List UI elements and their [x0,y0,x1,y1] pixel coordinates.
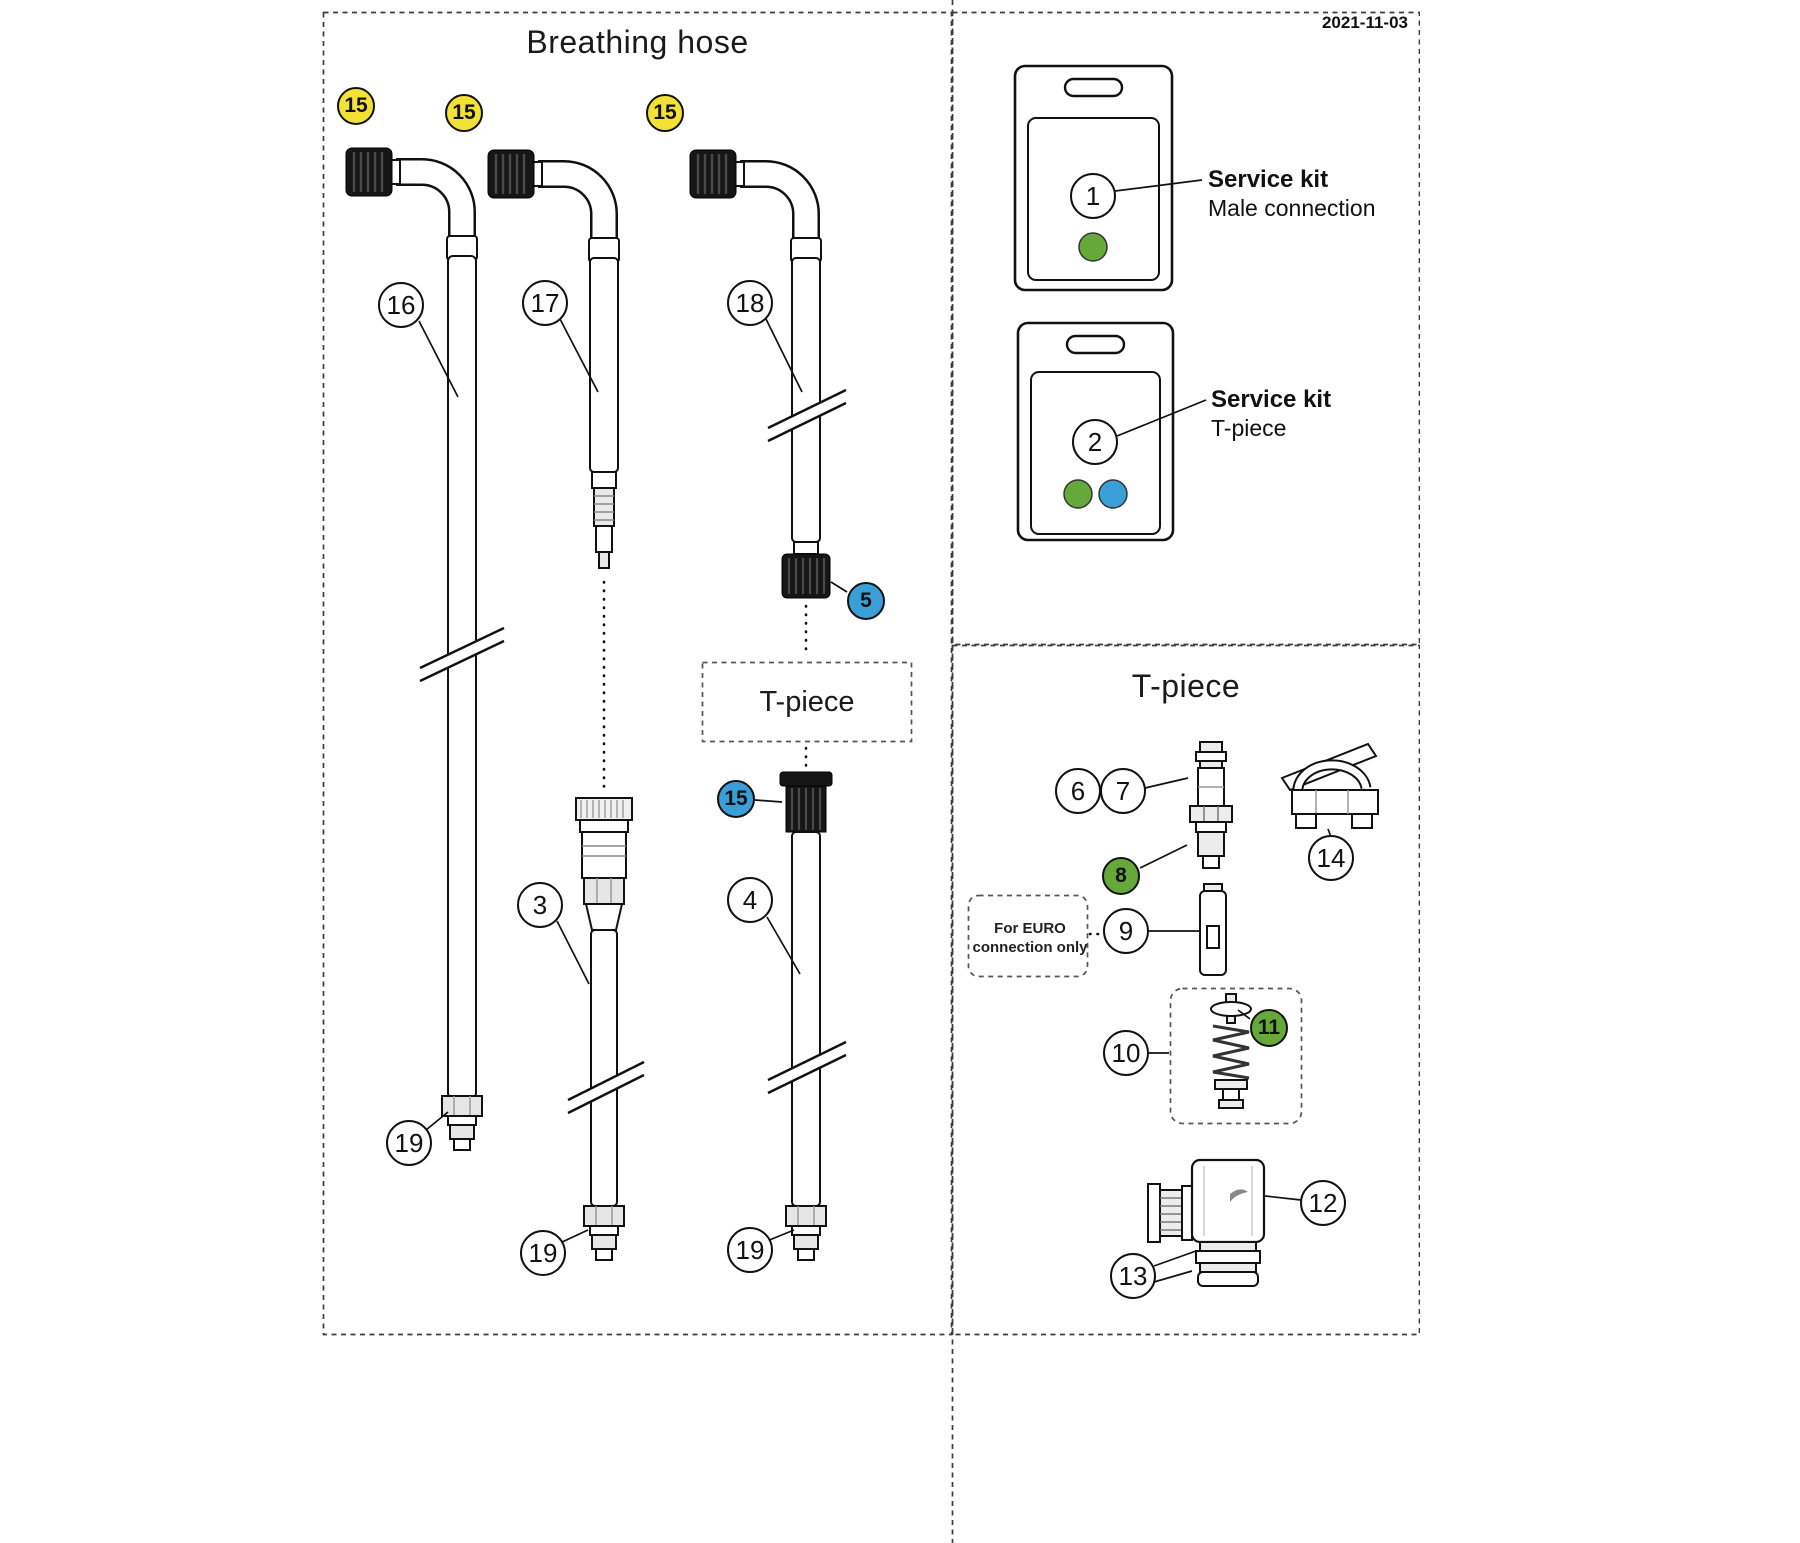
leader-17 [559,318,599,393]
valve-spring-part [1210,993,1252,1109]
leader-11 [1237,1009,1251,1020]
diagram-art [322,0,1420,1543]
service-kit-2-label: Service kit T-piece [1211,386,1331,442]
leader-8 [1139,844,1188,869]
service-kit-2-package [1016,321,1207,542]
hose-middle-drawing [488,150,645,1261]
service-kit-1-title: Service kit [1208,166,1329,193]
leader-18 [765,318,803,393]
breathing-hose-panel-border [322,11,953,1336]
hose-right-drawing [690,150,913,1261]
service-kit-1-label: Service kit Male connection [1208,166,1376,222]
green-dot [1078,232,1108,262]
t-piece-connector-box [701,661,913,743]
leader-15-blue [754,799,783,803]
callout-12: 12 [1300,1180,1346,1226]
leader-4 [766,916,801,975]
t-piece-panel-title: T-piece [1131,668,1241,704]
service-kit-panel-border [951,11,1420,646]
diagram-content: Breathing hose 2021-11-03 T-piece T-piec… [90,0,1420,1543]
panel-borders [322,0,1420,1543]
clip-part [1280,742,1379,829]
logo-mark-icon [1230,1189,1248,1202]
callout-10: 10 [1103,1030,1149,1076]
callout-16: 16 [378,282,424,328]
inner-sleeve-part [1199,883,1227,976]
callout-19-right: 19 [727,1227,773,1273]
callout-5: 5 [847,582,885,620]
euro-note-text: For EURO connection only [972,919,1088,957]
leader-13a [1153,1250,1197,1267]
service-kit-1-subtitle: Male connection [1208,194,1376,221]
callout-13: 13 [1110,1253,1156,1299]
male-connector-part [1189,741,1233,869]
callout-8: 8 [1102,857,1140,895]
callout-17: 17 [522,280,568,326]
break-mark [420,628,504,681]
t-piece-connector-label: T-piece [759,685,855,718]
hose-left-drawing [346,148,505,1151]
callout-9: 9 [1103,908,1149,954]
callout-15-top-right: 15 [646,94,684,132]
t-piece-leaders [1139,777,1332,1283]
leader-12 [1264,1195,1302,1201]
breathing-hose-title: Breathing hose [526,24,749,60]
elbow-fitting-part [1147,1158,1266,1287]
revision-date: 2021-11-03 [1321,13,1408,32]
callout-6: 6 [1055,768,1101,814]
callout-15-blue: 15 [717,780,755,818]
valve-assembly-box [1169,987,1303,1125]
leader-19-right [766,1229,795,1242]
service-kit-2-subtitle: T-piece [1211,414,1287,441]
leader-5 [830,581,848,593]
green-dot [1063,479,1093,509]
callout-4: 4 [727,877,773,923]
euro-note-box [967,894,1089,978]
service-kit-1-package [1013,64,1203,292]
leader-kit1 [1114,179,1203,192]
leader-7 [1144,777,1189,789]
callout-3: 3 [517,882,563,928]
leader-3 [556,920,590,985]
callout-1: 1 [1070,173,1116,219]
leader-16 [418,320,459,398]
callout-2: 2 [1072,419,1118,465]
blue-dot [1098,479,1128,509]
leader-13b [1153,1270,1193,1283]
callout-19-left: 19 [386,1120,432,1166]
callout-19-mid: 19 [520,1230,566,1276]
callout-14: 14 [1308,835,1354,881]
leader-kit2 [1116,399,1207,437]
leader-19-mid [559,1229,589,1244]
callout-7: 7 [1100,768,1146,814]
service-kit-2-title: Service kit [1211,386,1332,413]
callout-15-top-left: 15 [337,87,375,125]
callout-11: 11 [1250,1009,1288,1047]
callout-18: 18 [727,280,773,326]
callout-15-top-mid: 15 [445,94,483,132]
leader-19-left [425,1111,449,1131]
